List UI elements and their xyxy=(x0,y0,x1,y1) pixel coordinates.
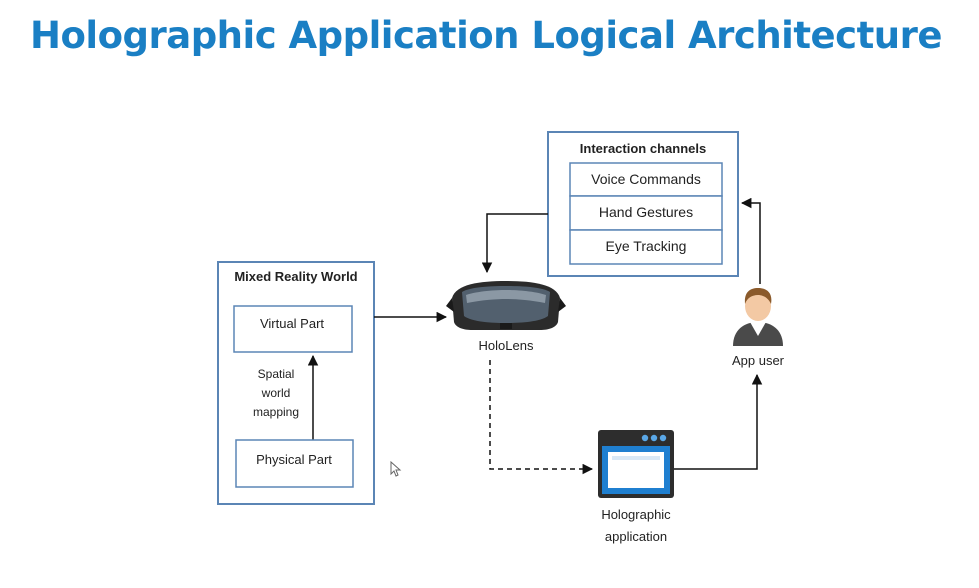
physical-part-box xyxy=(235,439,354,488)
page-title: Holographic Application Logical Architec… xyxy=(30,14,942,57)
user-to-interaction-arrow xyxy=(740,197,761,284)
virtual-part-box xyxy=(233,305,353,353)
holographic-app-label-2: application xyxy=(605,529,667,544)
mixed-reality-world-box: Mixed Reality World Virtual Part Spatial… xyxy=(217,261,375,505)
hololens-label: HoloLens xyxy=(479,338,534,353)
user-icon xyxy=(733,288,783,346)
hand-gestures-label: Hand Gestures xyxy=(599,204,693,220)
eye-tracking-label: Eye Tracking xyxy=(606,238,687,254)
hololens-to-app-dashed-arrow xyxy=(489,360,594,475)
voice-commands-box xyxy=(569,162,723,197)
eye-tracking-box xyxy=(569,229,723,265)
app-user-label: App user xyxy=(732,353,785,368)
hololens-icon xyxy=(446,281,566,330)
app-to-user-arrow xyxy=(674,373,763,470)
holographic-app-label-1: Holographic xyxy=(601,507,671,522)
voice-commands-label: Voice Commands xyxy=(591,171,701,187)
app-window-icon xyxy=(598,430,674,498)
interaction-channels-box: Interaction channels Voice Commands Hand… xyxy=(547,131,739,277)
interaction-to-hololens-arrow xyxy=(481,213,548,274)
physical-part-label: Physical Part xyxy=(256,452,332,467)
spatial-mapping-label-3: mapping xyxy=(253,405,299,419)
hand-gestures-box xyxy=(569,195,723,231)
spatial-mapping-label-1: Spatial xyxy=(258,367,295,381)
interaction-heading: Interaction channels xyxy=(580,141,706,156)
virtual-part-label: Virtual Part xyxy=(260,316,324,331)
mouse-cursor-icon xyxy=(390,461,402,477)
mixed-reality-heading: Mixed Reality World xyxy=(234,269,357,284)
spatial-mapping-label-2: world xyxy=(261,386,291,400)
